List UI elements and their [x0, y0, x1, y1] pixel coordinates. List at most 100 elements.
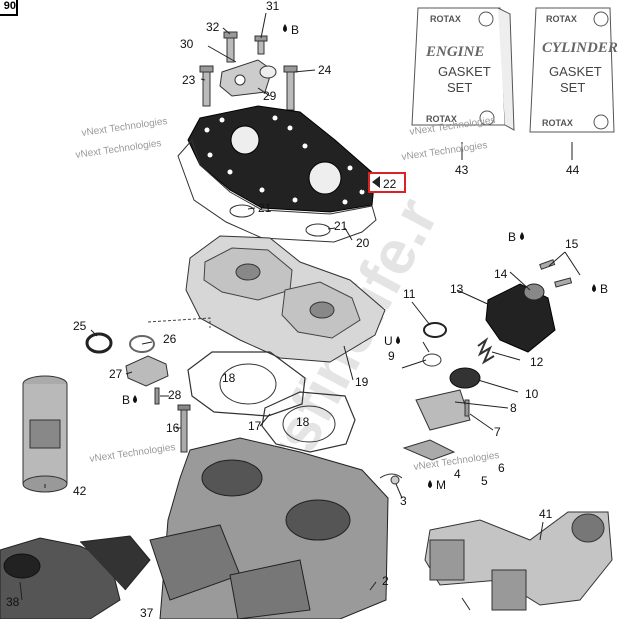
lubricant-marks: B B B B U M — [122, 23, 608, 492]
callout-16: 16 — [166, 421, 180, 435]
callout-11: 11 — [403, 287, 416, 301]
callout-41: 41 — [539, 507, 553, 521]
head-cover-plate — [187, 105, 376, 213]
highlighted-callout-22[interactable]: 22 — [368, 172, 406, 193]
bracket-dash — [147, 317, 211, 328]
lube-mark-b-28: B — [122, 393, 130, 407]
lube-mark-m-4: M — [436, 478, 446, 492]
callout-5: 5 — [481, 474, 488, 488]
gasket-18b — [261, 391, 356, 453]
lube-mark-b-14: B — [508, 230, 516, 244]
cover-27 — [125, 355, 169, 387]
watermark-2: vNext Technologies — [75, 138, 162, 161]
linkage-6-3-4-5 — [379, 439, 456, 485]
kit-line1-cylinder: CYLINDER — [542, 40, 618, 56]
callout-28: 28 — [168, 388, 182, 402]
watermark-1: vNext Technologies — [81, 116, 168, 139]
o-ring-26 — [129, 335, 155, 353]
water-outlet-29 — [219, 59, 277, 97]
callout-2: 2 — [382, 574, 389, 588]
watermark-4: vNext Technologies — [401, 140, 488, 163]
callout-6: 6 — [498, 461, 505, 475]
kit-brand-engine: ROTAX — [430, 14, 461, 24]
bolt-14 — [539, 259, 556, 270]
gasket-18a — [187, 351, 306, 417]
callout-37: 37 — [140, 606, 154, 619]
pump-housing-13 — [485, 283, 556, 353]
callout-8: 8 — [510, 401, 517, 415]
spring-12 — [477, 336, 495, 365]
leader-lines — [19, 12, 581, 611]
drop-icon — [283, 24, 287, 32]
callout-15: 15 — [565, 237, 579, 251]
top-bolts — [199, 31, 298, 111]
kit-line2-engine: GASKET — [438, 64, 491, 79]
callout-20: 20 — [356, 236, 370, 250]
o-ring-21b — [305, 223, 331, 237]
cylinder-sleeve-42 — [22, 375, 68, 493]
callout-21b: 21 — [334, 219, 348, 233]
callout-12: 12 — [530, 355, 544, 369]
figure-number-fragment: 90 — [0, 0, 18, 16]
lube-mark-b-top: B — [291, 23, 299, 37]
kit-line2-cylinder: GASKET — [549, 64, 602, 79]
kit-brand-cylinder-bottom: ROTAX — [542, 118, 573, 128]
o-ring-21a — [229, 204, 255, 218]
kit-line3-engine: SET — [447, 80, 472, 95]
bolt-15 — [554, 277, 573, 288]
kit-brand-cylinder: ROTAX — [546, 14, 577, 24]
callout-21a: 21 — [258, 201, 272, 215]
watermark-5: vNext Technologies — [89, 442, 176, 465]
drop-icon — [520, 232, 524, 240]
callout-19: 19 — [355, 375, 369, 389]
callout-14: 14 — [494, 267, 508, 281]
callout-22: 22 — [383, 177, 397, 191]
callout-18b: 18 — [296, 415, 310, 429]
kit-line1-engine: ENGINE — [425, 44, 484, 60]
cylinder-gasket-kit: ROTAX CYLINDER GASKET SET ROTAX — [529, 7, 618, 133]
callout-27: 27 — [109, 367, 123, 381]
callout-30: 30 — [180, 37, 194, 51]
callout-42: 42 — [73, 484, 87, 498]
o-ring-11 — [423, 322, 447, 338]
drop-icon — [592, 284, 596, 292]
callout-26: 26 — [163, 332, 177, 346]
callout-25: 25 — [73, 319, 87, 333]
lube-mark-u-9: U — [384, 334, 393, 348]
callout-10: 10 — [525, 387, 539, 401]
callout-38: 38 — [6, 595, 20, 609]
callout-4: 4 — [454, 467, 461, 481]
callout-3: 3 — [400, 494, 407, 508]
intake-38 — [0, 535, 151, 619]
o-ring-25 — [85, 332, 113, 354]
drop-icon — [428, 480, 432, 488]
stud-16 — [177, 404, 191, 453]
callout-17: 17 — [248, 419, 262, 433]
valve-8 — [415, 389, 471, 431]
callout-24: 24 — [318, 63, 332, 77]
drop-icon — [133, 395, 137, 403]
callout-31: 31 — [266, 0, 280, 13]
kit-line3-cylinder: SET — [560, 80, 585, 95]
callout-44: 44 — [566, 163, 580, 177]
callout-29: 29 — [263, 89, 277, 103]
head-gasket-20 — [177, 139, 377, 243]
drop-icon — [396, 336, 400, 344]
screw-28 — [154, 387, 160, 405]
callout-32: 32 — [206, 20, 220, 34]
callout-7: 7 — [494, 425, 501, 439]
callout-13: 13 — [450, 282, 464, 296]
callouts: 31 32 30 23 24 29 21 21 20 19 18 18 17 1… — [6, 0, 580, 619]
callout-23: 23 — [182, 73, 196, 87]
callout-9: 9 — [388, 349, 395, 363]
callout-43: 43 — [455, 163, 469, 177]
lube-mark-b-15: B — [600, 282, 608, 296]
screw-7 — [464, 399, 470, 417]
diaphragm-10 — [449, 367, 481, 389]
exhaust-manifold-41 — [424, 511, 613, 611]
cylinder-head-19 — [185, 235, 386, 363]
o-ring-9 — [422, 353, 442, 367]
cylinder-block-2 — [149, 437, 389, 619]
